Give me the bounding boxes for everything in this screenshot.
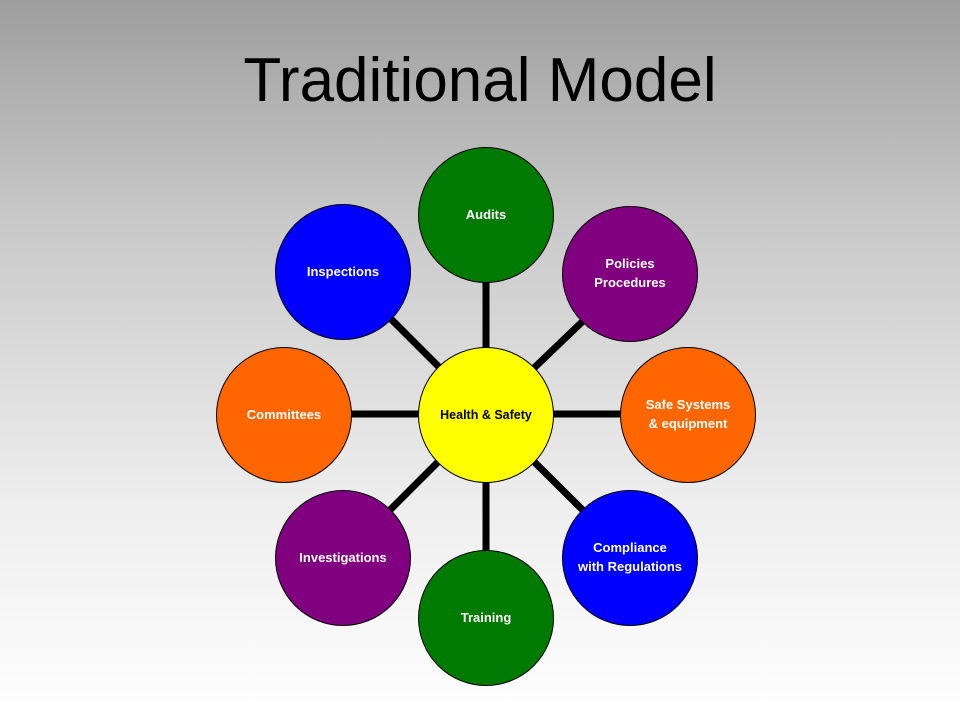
node-audits: Audits	[418, 147, 554, 283]
slide-title: Traditional Model	[243, 46, 717, 115]
node-audits-label: Audits	[465, 206, 507, 222]
node-training-label: Training	[460, 609, 512, 625]
node-investigations-label: Investigations	[299, 549, 387, 565]
node-investigations: Investigations	[275, 490, 411, 626]
node-policies: Policies Procedures	[562, 206, 698, 342]
node-safe-systems-label: Safe Systems & equipment	[645, 397, 731, 431]
hub-label: Health & Safety	[440, 407, 532, 422]
hub-health-and-safety: Health & Safety	[418, 347, 554, 483]
node-compliance-label: Compliance with Regulations	[578, 540, 682, 574]
node-safe-systems: Safe Systems & equipment	[620, 347, 756, 483]
node-compliance: Compliance with Regulations	[562, 490, 698, 626]
node-inspections-label: Inspections	[306, 263, 380, 279]
node-committees-label: Committees	[246, 406, 322, 422]
node-committees: Committees	[216, 347, 352, 483]
node-policies-label: Policies Procedures	[594, 256, 666, 290]
node-training: Training	[418, 550, 554, 686]
node-inspections: Inspections	[275, 204, 411, 340]
